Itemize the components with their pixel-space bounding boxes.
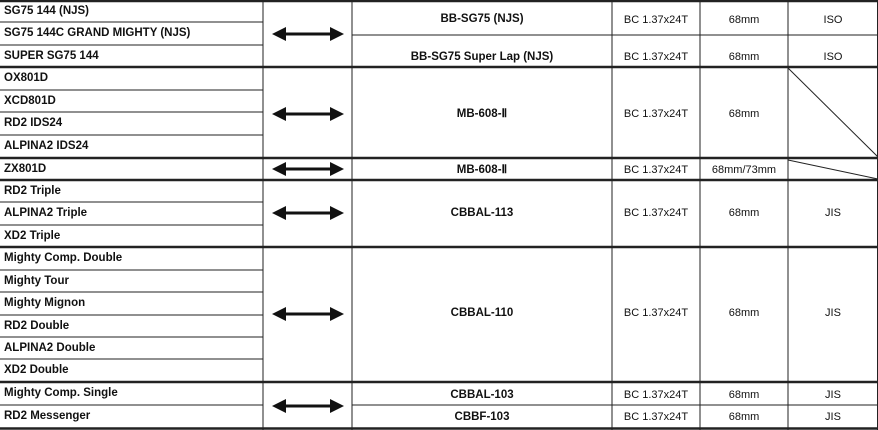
crankset-name: RD2 Messenger	[4, 410, 91, 422]
crankset-name: XD2 Triple	[4, 230, 61, 242]
bb-part-number: MB-608-Ⅱ	[456, 164, 508, 176]
crankset-name: ALPINA2 IDS24	[4, 140, 89, 152]
compatibility-arrow	[272, 162, 344, 176]
crankset-name: Mighty Comp. Single	[4, 387, 118, 399]
bb-part-number: CBBAL-103	[450, 389, 514, 401]
bb-part-number: BB-SG75 Super Lap (NJS)	[410, 51, 554, 63]
bb-thread-standard: JIS	[825, 207, 841, 219]
crankset-name: SG75 144 (NJS)	[4, 5, 90, 17]
crankset-name: ALPINA2 Triple	[4, 207, 88, 219]
bb-shell-width: 68mm	[728, 14, 760, 26]
bb-thread-standard: ISO	[823, 14, 843, 26]
bb-spec: BC 1.37x24T	[623, 164, 689, 176]
bb-spec: BC 1.37x24T	[623, 207, 689, 219]
bb-part-number: MB-608-Ⅱ	[456, 108, 508, 120]
bb-shell-width: 68mm	[728, 207, 760, 219]
compatibility-arrow	[272, 307, 344, 321]
crankset-name: XD2 Double	[4, 364, 69, 376]
bb-thread-standard: ISO	[823, 51, 843, 63]
bb-shell-width: 68mm	[728, 108, 760, 120]
crankset-name: SG75 144C GRAND MIGHTY (NJS)	[4, 27, 191, 39]
bb-spec: BC 1.37x24T	[623, 108, 689, 120]
bb-spec: BC 1.37x24T	[623, 411, 689, 423]
bb-shell-width: 68mm/73mm	[711, 164, 777, 176]
bb-shell-width: 68mm	[728, 307, 760, 319]
crankset-name: XCD801D	[4, 95, 56, 107]
compatibility-arrow	[272, 206, 344, 220]
bb-shell-width: 68mm	[728, 411, 760, 423]
crankset-name: ALPINA2 Double	[4, 342, 96, 354]
compatibility-arrow	[272, 107, 344, 121]
compatibility-arrow	[272, 399, 344, 413]
crankset-name: RD2 IDS24	[4, 117, 63, 129]
bb-part-number: BB-SG75 (NJS)	[440, 13, 524, 25]
bb-thread-standard: JIS	[825, 307, 841, 319]
bb-spec: BC 1.37x24T	[623, 51, 689, 63]
crankset-name: RD2 Double	[4, 320, 70, 332]
compatibility-arrow	[272, 27, 344, 41]
bb-shell-width: 68mm	[728, 389, 760, 401]
bb-part-number: CBBF-103	[454, 411, 510, 423]
bb-part-number: CBBAL-110	[450, 307, 514, 319]
crankset-name: Mighty Tour	[4, 275, 69, 287]
bb-thread-standard: JIS	[825, 411, 841, 423]
bb-spec: BC 1.37x24T	[623, 389, 689, 401]
crankset-name: RD2 Triple	[4, 185, 61, 197]
bb-spec: BC 1.37x24T	[623, 14, 689, 26]
crankset-name: ZX801D	[4, 163, 47, 175]
crankset-name: OX801D	[4, 72, 49, 84]
crankset-name: SUPER SG75 144	[4, 50, 99, 62]
crankset-name: Mighty Comp. Double	[4, 252, 123, 264]
crankset-name: Mighty Mignon	[4, 297, 86, 309]
bb-shell-width: 68mm	[728, 51, 760, 63]
bb-spec: BC 1.37x24T	[623, 307, 689, 319]
bb-thread-standard: JIS	[825, 389, 841, 401]
bb-part-number: CBBAL-113	[450, 207, 514, 219]
